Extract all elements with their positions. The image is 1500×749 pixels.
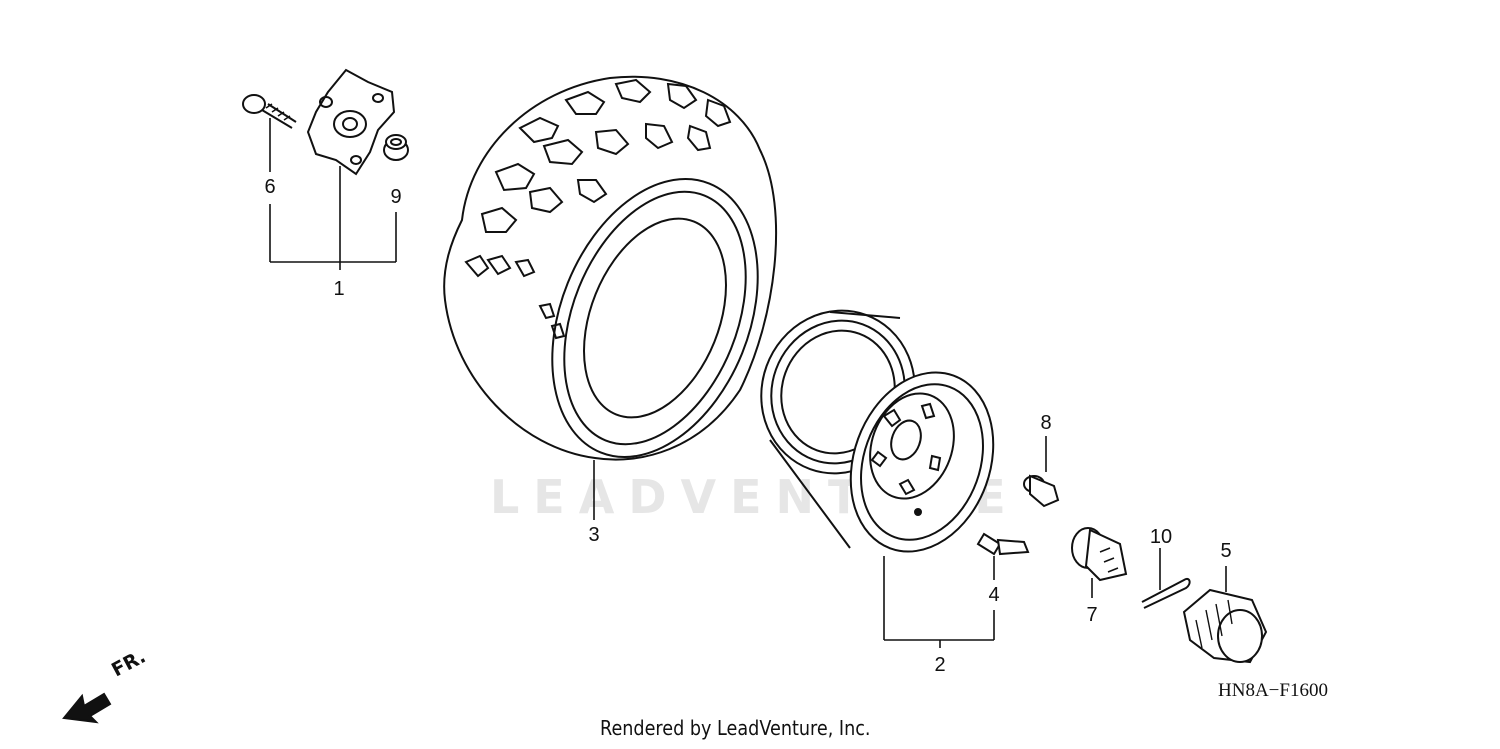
callout-3: 3 <box>588 524 600 546</box>
callout-10: 10 <box>1149 526 1173 548</box>
callout-8: 8 <box>1040 412 1052 434</box>
callout-5: 5 <box>1220 540 1232 562</box>
front-arrow-icon <box>62 692 112 724</box>
callout-2: 2 <box>934 654 946 676</box>
leader-lines-hub <box>269 118 397 270</box>
hub-bolt-part[interactable] <box>242 94 297 129</box>
callout-9: 9 <box>390 186 402 208</box>
hub-plate-part[interactable] <box>306 68 396 176</box>
tire-part[interactable] <box>443 75 796 488</box>
cotter-pin-part[interactable] <box>1141 548 1191 609</box>
spacer-nut-part[interactable] <box>383 134 409 161</box>
diagram-code: HN8A−F1600 <box>1218 680 1328 701</box>
wheel-nut-part[interactable] <box>1023 436 1060 508</box>
castle-nut-part[interactable] <box>1071 527 1128 598</box>
tire-valve-part[interactable] <box>976 532 1030 556</box>
callout-7: 7 <box>1086 604 1098 626</box>
leader-lines-wheel <box>883 556 995 648</box>
footer-credit: Rendered by LeadVenture, Inc. <box>600 716 871 740</box>
callout-1: 1 <box>333 278 345 300</box>
callout-4: 4 <box>988 584 1000 606</box>
callout-6: 6 <box>264 176 276 198</box>
wheel-rim-part[interactable] <box>739 289 1018 572</box>
hub-cap-part[interactable] <box>1182 566 1268 664</box>
